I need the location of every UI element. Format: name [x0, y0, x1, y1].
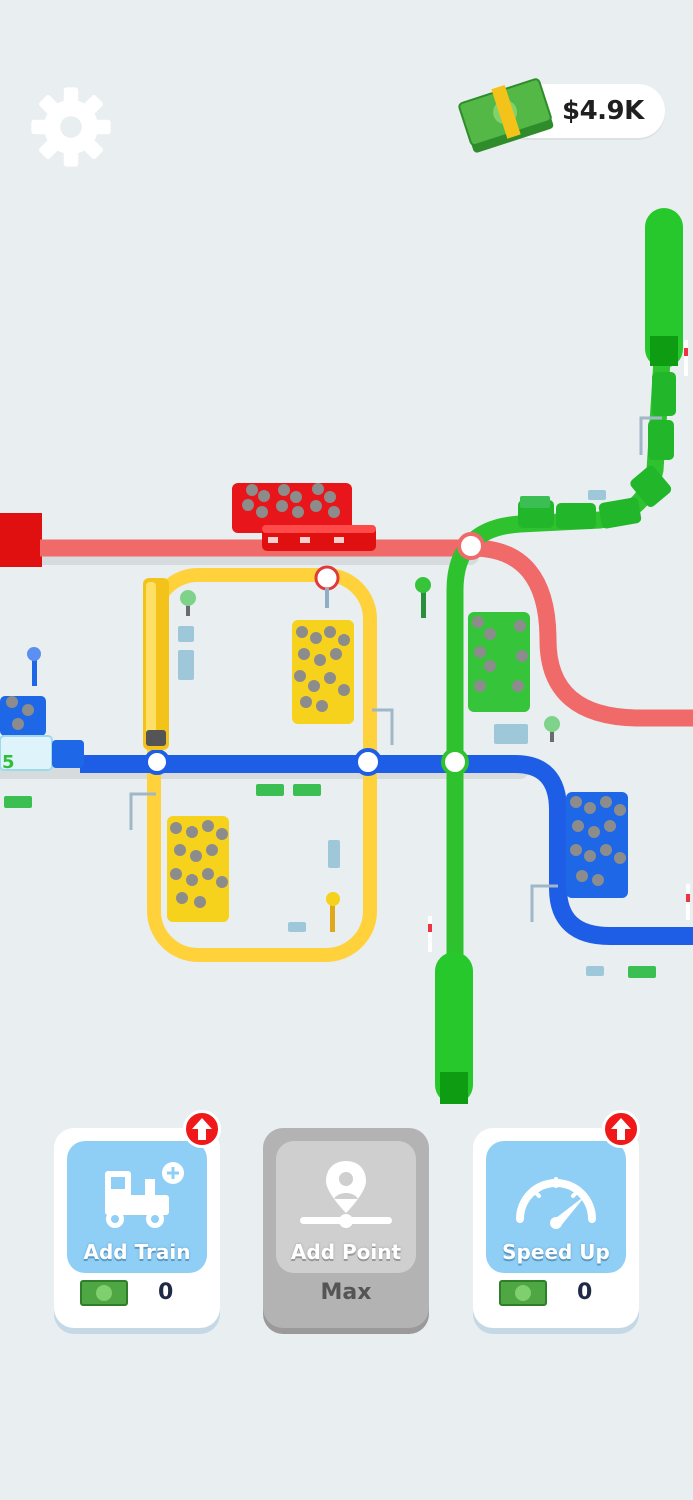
blue-line [80, 755, 693, 945]
red-train [262, 525, 376, 551]
settings-gear-icon[interactable] [26, 82, 116, 172]
station-counter: 5 [2, 752, 15, 773]
upgrade-arrow-icon [183, 1110, 221, 1148]
green-line-tunnel-bottom [435, 952, 473, 1104]
junction-point[interactable] [354, 748, 382, 776]
green-line-tunnel-top [645, 208, 683, 368]
add-train-button[interactable]: Add Train 0 [54, 1128, 220, 1328]
yellow-station[interactable] [167, 816, 229, 922]
add-train-price: 0 [158, 1280, 174, 1305]
add-train-panel: Add Train [67, 1141, 207, 1273]
add-point-panel: Add Point [276, 1141, 416, 1273]
junctions[interactable] [144, 532, 485, 776]
red-station[interactable] [232, 483, 352, 533]
speed-up-price: 0 [577, 1280, 593, 1305]
train-add-icon [105, 1162, 184, 1228]
blue-station[interactable]: 5 [0, 696, 84, 773]
yellow-train [143, 578, 169, 750]
junction-point[interactable] [144, 749, 170, 775]
speedometer-icon [516, 1177, 596, 1229]
speed-up-panel: Speed Up [486, 1141, 626, 1273]
green-train [518, 372, 676, 529]
cash-bill-icon [80, 1280, 128, 1306]
add-point-label: Add Point [290, 1240, 402, 1264]
junction-point[interactable] [441, 748, 469, 776]
add-train-label: Add Train [83, 1240, 191, 1264]
upgrade-arrow-icon [602, 1110, 640, 1148]
blue-station[interactable] [566, 792, 628, 898]
speed-up-button[interactable]: Speed Up 0 [473, 1128, 639, 1328]
scenery-boxes [178, 490, 606, 976]
speed-up-cost: 0 [473, 1278, 639, 1312]
yellow-station[interactable] [292, 620, 354, 724]
add-point-max: Max [320, 1280, 372, 1305]
red-line [0, 513, 693, 727]
location-pin-icon [300, 1161, 392, 1228]
add-point-button[interactable]: Add Point Max [263, 1128, 429, 1328]
loop-sign [314, 565, 340, 608]
lamp-posts [129, 416, 662, 922]
junction-point[interactable] [457, 532, 485, 560]
benches [4, 496, 656, 978]
trees [27, 577, 560, 932]
cash-stack-icon [458, 78, 554, 153]
speed-up-label: Speed Up [502, 1240, 610, 1264]
cash-bill-icon [499, 1280, 547, 1306]
red-line-tunnel [0, 513, 42, 567]
balance-value: $4.9K [562, 96, 644, 126]
add-train-cost: 0 [54, 1278, 220, 1312]
barrier-poles [428, 340, 690, 952]
green-station[interactable] [468, 612, 530, 712]
